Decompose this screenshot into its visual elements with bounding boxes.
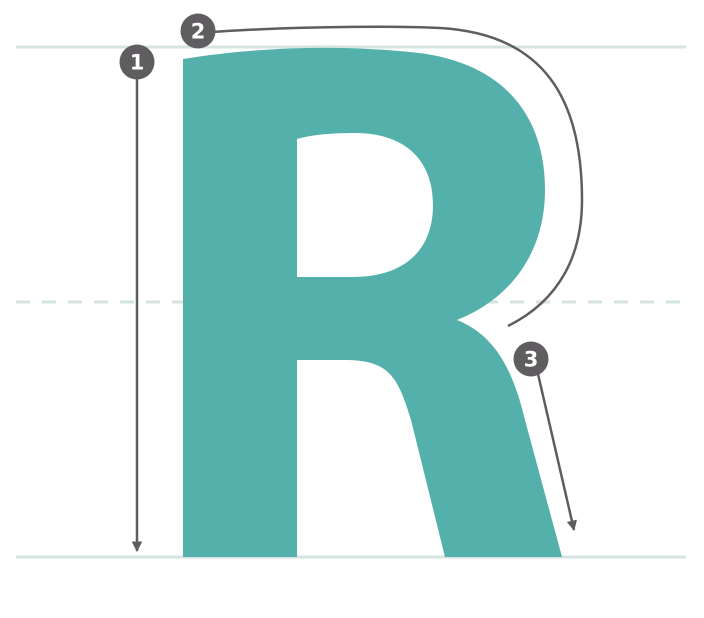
curved-bowl-arrow-icon <box>211 25 584 328</box>
step-3-number: 3 <box>524 348 539 372</box>
step-2-number: 2 <box>191 20 206 44</box>
letter-r-glyph <box>183 47 562 557</box>
step-1-badge: 1 <box>119 44 155 80</box>
diagonal-leg-arrow-icon <box>536 373 577 532</box>
step-3-badge: 3 <box>513 341 549 377</box>
step-2-badge: 2 <box>180 13 216 49</box>
step-1-number: 1 <box>130 51 145 75</box>
